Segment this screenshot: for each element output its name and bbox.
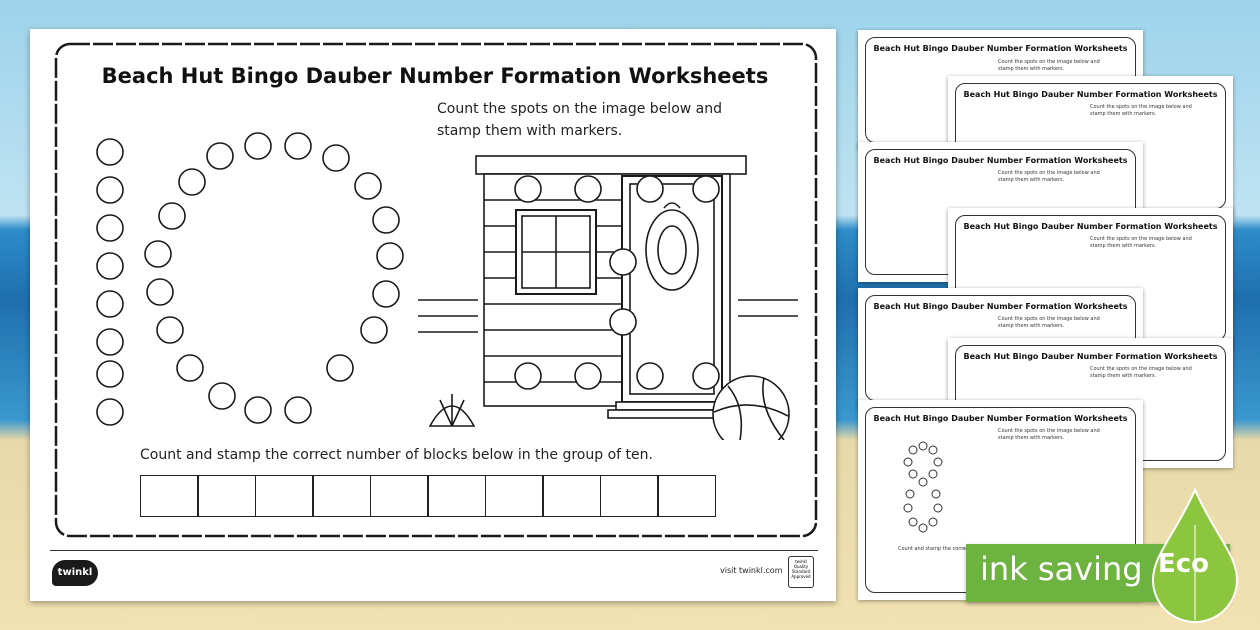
thumbnail-title: Beach Hut Bingo Dauber Number Formation … [963,222,1218,231]
instruction-bottom: Count and stamp the correct number of bl… [140,447,653,463]
leaf-drop-icon [1151,487,1239,623]
thumbnail-subtitle: Count the spots on the image below and s… [998,59,1100,72]
thumbnail-subtitle: Count the spots on the image below and s… [998,170,1100,183]
stamp-block[interactable] [254,475,314,517]
number-ten-dots [96,132,404,426]
thumbnail-digit-8 [903,441,943,533]
thumbnail-title: Beach Hut Bingo Dauber Number Formation … [963,352,1218,361]
stamp-block[interactable] [139,475,199,517]
thumbnail-footer-text: Count and stamp the correct n [898,546,975,552]
worksheet-title: Beach Hut Bingo Dauber Number Formation … [101,64,769,88]
twinkl-logo: twinkl [52,560,98,586]
thumbnail-subtitle: Count the spots on the image below and s… [1090,366,1192,379]
thumbnail-title: Beach Hut Bingo Dauber Number Formation … [873,414,1128,423]
scalloped-border [54,42,818,538]
beach-hut-illustration [418,155,798,440]
thumbnail-title: Beach Hut Bingo Dauber Number Formation … [963,90,1218,99]
eco-tag: Eco [1158,549,1210,579]
thumbnail-subtitle: Count the spots on the image below and s… [1090,236,1192,249]
stamp-block[interactable] [599,475,659,517]
footer-divider [50,550,818,551]
thumbnail-subtitle: Count the spots on the image below and s… [998,316,1100,329]
thumbnail-subtitle: Count the spots on the image below and s… [998,428,1100,441]
stamp-block[interactable] [197,475,256,517]
thumbnail-title: Beach Hut Bingo Dauber Number Formation … [873,302,1128,311]
footer-url[interactable]: visit twinkl.com [720,566,783,575]
ink-saving-label: ink saving [980,550,1143,588]
thumbnail-title: Beach Hut Bingo Dauber Number Formation … [873,44,1128,53]
stamp-block[interactable] [484,475,544,517]
stamp-block[interactable] [657,475,716,517]
quality-badge: twinkl Quality Standard Approved [788,556,814,588]
thumbnail-subtitle: Count the spots on the image below and s… [1090,104,1192,117]
stamp-block[interactable] [427,475,486,517]
thumbnail-title: Beach Hut Bingo Dauber Number Formation … [873,156,1128,165]
stamp-block[interactable] [542,475,601,517]
stamp-block[interactable] [312,475,371,517]
stamp-block[interactable] [369,475,429,517]
instruction-top: Count the spots on the image below and s… [437,101,722,139]
ten-frame-blocks [139,475,716,517]
